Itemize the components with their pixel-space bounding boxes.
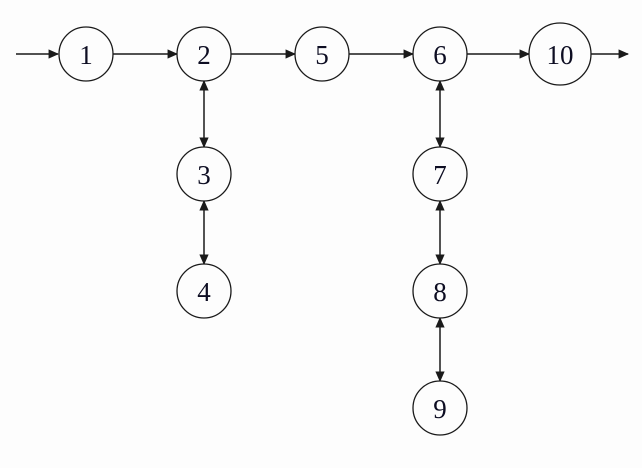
- node-label-1: 1: [79, 40, 93, 70]
- node-label-4: 4: [197, 277, 211, 307]
- node-circle-3[interactable]: [176, 146, 232, 202]
- node-1[interactable]: 1: [58, 26, 114, 82]
- node-3[interactable]: 3: [176, 146, 232, 202]
- node-4[interactable]: 4: [176, 263, 232, 319]
- node-circle-7[interactable]: [412, 146, 468, 202]
- node-label-6: 6: [433, 40, 447, 70]
- node-label-7: 7: [433, 160, 447, 190]
- node-5[interactable]: 5: [294, 26, 350, 82]
- node-2[interactable]: 2: [176, 26, 232, 82]
- node-6[interactable]: 6: [412, 26, 468, 82]
- node-circle-6[interactable]: [412, 26, 468, 82]
- node-8[interactable]: 8: [412, 263, 468, 319]
- node-circle-9[interactable]: [412, 380, 468, 436]
- node-circle-8[interactable]: [412, 263, 468, 319]
- node-label-8: 8: [433, 277, 447, 307]
- node-7[interactable]: 7: [412, 146, 468, 202]
- node-circle-2[interactable]: [176, 26, 232, 82]
- node-10[interactable]: 10: [528, 22, 592, 86]
- node-label-5: 5: [315, 40, 329, 70]
- node-label-2: 2: [197, 40, 211, 70]
- node-circle-5[interactable]: [294, 26, 350, 82]
- node-circle-4[interactable]: [176, 263, 232, 319]
- node-label-3: 3: [197, 160, 211, 190]
- node-label-10: 10: [547, 40, 574, 70]
- node-label-9: 9: [433, 394, 447, 424]
- nodes-layer: 1 2 5 6 10 3 4 7 8 9: [58, 22, 592, 436]
- edges-layer: [16, 49, 630, 383]
- node-circle-1[interactable]: [58, 26, 114, 82]
- node-9[interactable]: 9: [412, 380, 468, 436]
- node-circle-10[interactable]: [528, 22, 592, 86]
